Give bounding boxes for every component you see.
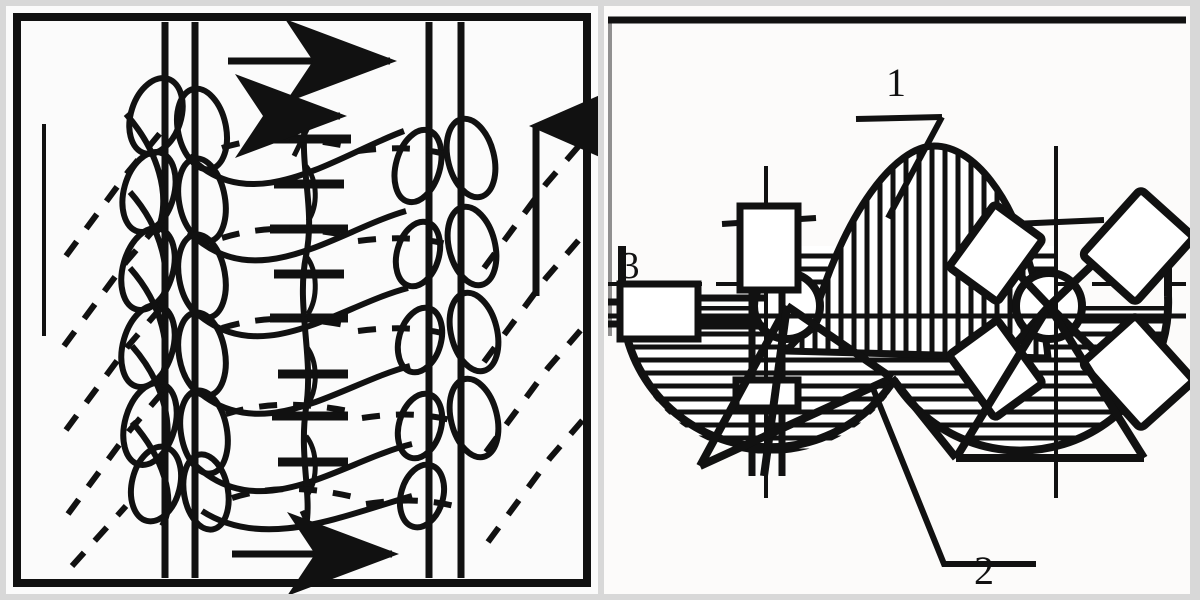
shaft-right	[425, 22, 465, 578]
callout-1-leader-bar	[855, 114, 943, 122]
callout-2: 2	[869, 384, 1036, 593]
left-panel-longitudinal-view	[6, 6, 598, 594]
callout-1-number: 1	[886, 60, 906, 105]
callout-1-leader-pointer	[885, 115, 945, 220]
callout-3-number: 3	[621, 245, 640, 287]
paddle-blades-inner-right	[946, 201, 1046, 421]
paddle-blade-upper-inner	[946, 201, 1046, 305]
top-support-box	[736, 202, 802, 294]
paddle-arms-left	[696, 302, 895, 477]
dashed-flow-paths	[61, 124, 591, 569]
drive-bearing-housing	[616, 280, 702, 343]
paddle-blade-upper-right	[1079, 187, 1190, 305]
right-panel-cross-section-view: 1 2 3	[604, 6, 1190, 594]
sweep-envelope-right	[888, 303, 1148, 462]
blade-edge-crossbars	[268, 134, 351, 467]
paddle-group-right-shaft	[391, 115, 502, 531]
right-panel-drawing: 1 2 3	[608, 16, 1190, 593]
callout-2-leader	[869, 384, 1036, 567]
sweep-envelope-left	[698, 374, 894, 470]
callout-2-number: 2	[974, 548, 994, 593]
callout-1: 1	[855, 60, 945, 220]
flow-arrows	[228, 19, 598, 594]
callout-3: 3	[621, 245, 640, 287]
left-panel-drawing	[13, 13, 598, 594]
paddle-blade-lower-right	[1079, 313, 1190, 431]
paddle-group-left-shaft	[118, 75, 232, 533]
sweep-lines	[123, 112, 413, 533]
paddle-blades-right	[1079, 187, 1190, 431]
drive-shaft-stub	[608, 294, 764, 330]
